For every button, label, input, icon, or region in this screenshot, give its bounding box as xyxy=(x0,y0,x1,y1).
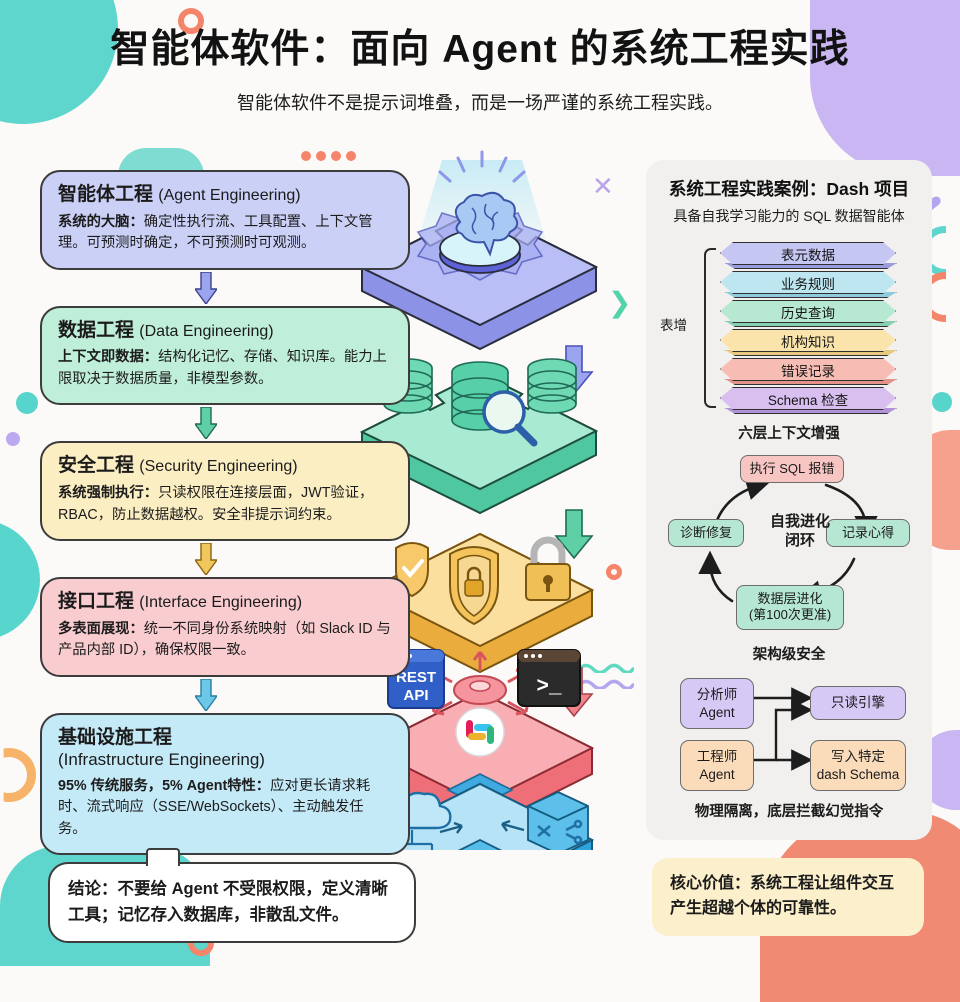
layer-card-agent-engineering[interactable]: 智能体工程 (Agent Engineering) 系统的大脑：确定性执行流、工… xyxy=(40,170,410,270)
layer-card-data-engineering[interactable]: 数据工程 (Data Engineering) 上下文即数据：结构化记忆、存储、… xyxy=(40,305,410,406)
loop-center-line1: 自我进化 xyxy=(769,513,830,530)
stack-layer-item[interactable]: 业务规则 xyxy=(720,271,910,299)
hub-spoke-icon xyxy=(430,651,530,716)
stack-layer-label: 表元数据 xyxy=(720,242,896,265)
arrow-gap-data-security xyxy=(40,405,410,441)
arrow-down-icon xyxy=(193,542,219,577)
arrow-down-icon xyxy=(193,677,219,712)
layer-body-infrastructure: 95% 传统服务，5% Agent特性：应对更长请求耗时、流式响应（SSE/We… xyxy=(58,777,371,837)
stack-layer-item[interactable]: 历史查询 xyxy=(720,300,910,328)
stack-layer-label: 机构知识 xyxy=(720,329,896,352)
decor-dot-purple-left xyxy=(6,432,20,446)
security-target-readonly-engine[interactable]: 只读引擎 xyxy=(810,686,906,720)
arrow-gap-interface-infrastructure xyxy=(40,677,410,713)
layer-body-security: 系统强制执行：只读权限在连接层面，JWT验证，RBAC，防止数据越权。安全非提示… xyxy=(58,485,374,523)
rest-api-label-line2: API xyxy=(403,687,428,704)
arrow-down-icon xyxy=(193,406,219,441)
layer-title-interface: 接口工程 (Interface Engineering) xyxy=(58,591,303,613)
layer-body-agent: 系统的大脑：确定性执行流、工具配置、上下文管理。可预测时确定，不可预测时可观测。 xyxy=(58,213,373,252)
stack-layer-item[interactable]: 错误记录 xyxy=(720,358,910,386)
core-value-text: 核心价值：系统工程让组件交互产生超越个体的可靠性。 xyxy=(670,875,895,917)
layer-card-security-engineering[interactable]: 安全工程 (Security Engineering) 系统强制执行：只读权限在… xyxy=(40,441,410,542)
engineer-line2: Agent xyxy=(699,766,735,782)
layer-body-data: 上下文即数据：结构化记忆、存储、知识库。能力上限取决于数据质量，非模型参数。 xyxy=(58,349,387,387)
loop-node-line2: (第100次更准) xyxy=(748,607,832,623)
layer-title-agent: 智能体工程 (Agent Engineering) xyxy=(58,184,301,205)
write-line2: dash Schema xyxy=(816,766,900,782)
stack-bracket xyxy=(704,248,716,408)
page-title: 智能体软件：面向 Agent 的系统工程实践 xyxy=(110,28,850,71)
arrow-gap-security-interface xyxy=(40,541,410,577)
security-target-write-schema[interactable]: 写入特定 dash Schema xyxy=(810,740,906,792)
arrow-data-to-security xyxy=(554,509,594,560)
callout-tail-mask xyxy=(148,862,178,868)
padlock-icon xyxy=(525,536,571,601)
case-study-subtitle: 具备自我学习能力的 SQL 数据智能体 xyxy=(673,208,905,224)
engineering-layer-list: 智能体工程 (Agent Engineering) 系统的大脑：确定性执行流、工… xyxy=(40,170,410,856)
stack-layer-item[interactable]: 机构知识 xyxy=(720,329,910,357)
stack-layer-label: 错误记录 xyxy=(720,358,896,381)
layer-title-security: 安全工程 (Security Engineering) xyxy=(58,455,298,477)
layer-body-interface: 多表面展现：统一不同身份系统映射（如 Slack ID 与产品内部 ID），确保… xyxy=(58,620,391,659)
stack-layer-item[interactable]: 表元数据 xyxy=(720,242,910,270)
stack-bracket-label: 表增 xyxy=(660,318,687,333)
case-study-title: 系统工程实践案例：Dash 项目 xyxy=(668,179,910,199)
layer-title-infrastructure: 基础设施工程 (Infrastructure Engineering) xyxy=(58,726,265,770)
security-actor-engineer[interactable]: 工程师 Agent xyxy=(680,740,754,792)
magnifier-icon xyxy=(482,390,538,447)
analyst-line1: 分析师 xyxy=(696,687,738,702)
shield-lock-icon xyxy=(449,546,499,626)
decor-dot-teal-left xyxy=(16,392,38,414)
network-switch-icon xyxy=(527,791,589,855)
architecture-security-diagram: 分析师 Agent 工程师 Agent 只读引擎 写入特定 dash Schem… xyxy=(658,668,920,836)
loop-center-line2: 闭环 xyxy=(784,531,815,549)
layer-card-interface-engineering[interactable]: 接口工程 (Interface Engineering) 多表面展现：统一不同身… xyxy=(40,577,410,677)
context-stack-caption: 六层上下文增强 xyxy=(738,426,840,442)
self-evolution-loop-diagram: 执行 SQL 报错 记录心得 数据层进化 (第100次更准) 诊断修复 自我进化… xyxy=(658,451,920,643)
layer-title-data: 数据工程 (Data Engineering) xyxy=(58,319,274,341)
loop-center-label: 自我进化 闭环 xyxy=(744,513,856,551)
security-arrows xyxy=(754,687,813,771)
header: 智能体软件：面向 Agent 的系统工程实践 智能体软件不是提示词堆叠，而是一场… xyxy=(0,28,960,115)
loop-node-data-layer-evolution[interactable]: 数据层进化 (第100次更准) xyxy=(736,585,844,630)
decor-dots-orange xyxy=(300,148,360,164)
architecture-security-caption: 物理隔离，底层拦截幻觉指令 xyxy=(694,804,884,820)
case-study-panel: 系统工程实践案例：Dash 项目 具备自我学习能力的 SQL 数据智能体 表增 … xyxy=(646,160,932,840)
loop-node-diagnose-repair[interactable]: 诊断修复 xyxy=(668,519,744,548)
decor-circle-teal-left xyxy=(0,520,40,640)
core-value-callout: 核心价值：系统工程让组件交互产生超越个体的可靠性。 xyxy=(652,858,924,936)
security-actor-analyst[interactable]: 分析师 Agent xyxy=(680,678,754,730)
layer-card-infrastructure-engineering[interactable]: 基础设施工程 (Infrastructure Engineering) 95% … xyxy=(40,712,410,856)
write-line1: 写入特定 xyxy=(831,749,885,764)
arrow-gap-agent-data xyxy=(40,270,410,306)
stack-layer-label: 业务规则 xyxy=(720,271,896,294)
stack-layer-item[interactable]: Schema 检查 xyxy=(720,387,910,415)
loop-node-sql-error[interactable]: 执行 SQL 报错 xyxy=(740,455,844,484)
terminal-prompt-label: >_ xyxy=(536,676,562,699)
conclusion-text: 结论：不要给 Agent 不受限权限，定义清晰工具；记忆存入数据库，非散乱文件。 xyxy=(68,880,388,924)
page-subtitle: 智能体软件不是提示词堆叠，而是一场严谨的系统工程实践。 xyxy=(237,92,723,113)
stack-layer-label: 历史查询 xyxy=(720,300,896,323)
arrow-down-icon xyxy=(193,270,219,305)
slack-icon xyxy=(455,707,505,757)
analyst-line2: Agent xyxy=(699,704,735,720)
stack-layer-label: Schema 检查 xyxy=(720,387,896,410)
brain-icon xyxy=(454,191,519,257)
engineer-line1: 工程师 xyxy=(696,749,738,764)
terminal-icon: >_ xyxy=(517,649,581,707)
context-stack-diagram: 表增 表元数据 业务规则 历史查询 机构知识 错误记录 xyxy=(658,240,920,416)
decor-arc-orange-left xyxy=(3,748,36,802)
architecture-security-title: 架构级安全 xyxy=(752,647,826,663)
rest-api-label-line1: REST xyxy=(396,669,436,686)
conclusion-callout: 结论：不要给 Agent 不受限权限，定义清晰工具；记忆存入数据库，非散乱文件。 xyxy=(48,848,416,944)
decor-dot-teal-right xyxy=(932,392,952,412)
loop-node-record-insight[interactable]: 记录心得 xyxy=(826,519,910,548)
loop-node-line1: 数据层进化 xyxy=(757,591,823,606)
